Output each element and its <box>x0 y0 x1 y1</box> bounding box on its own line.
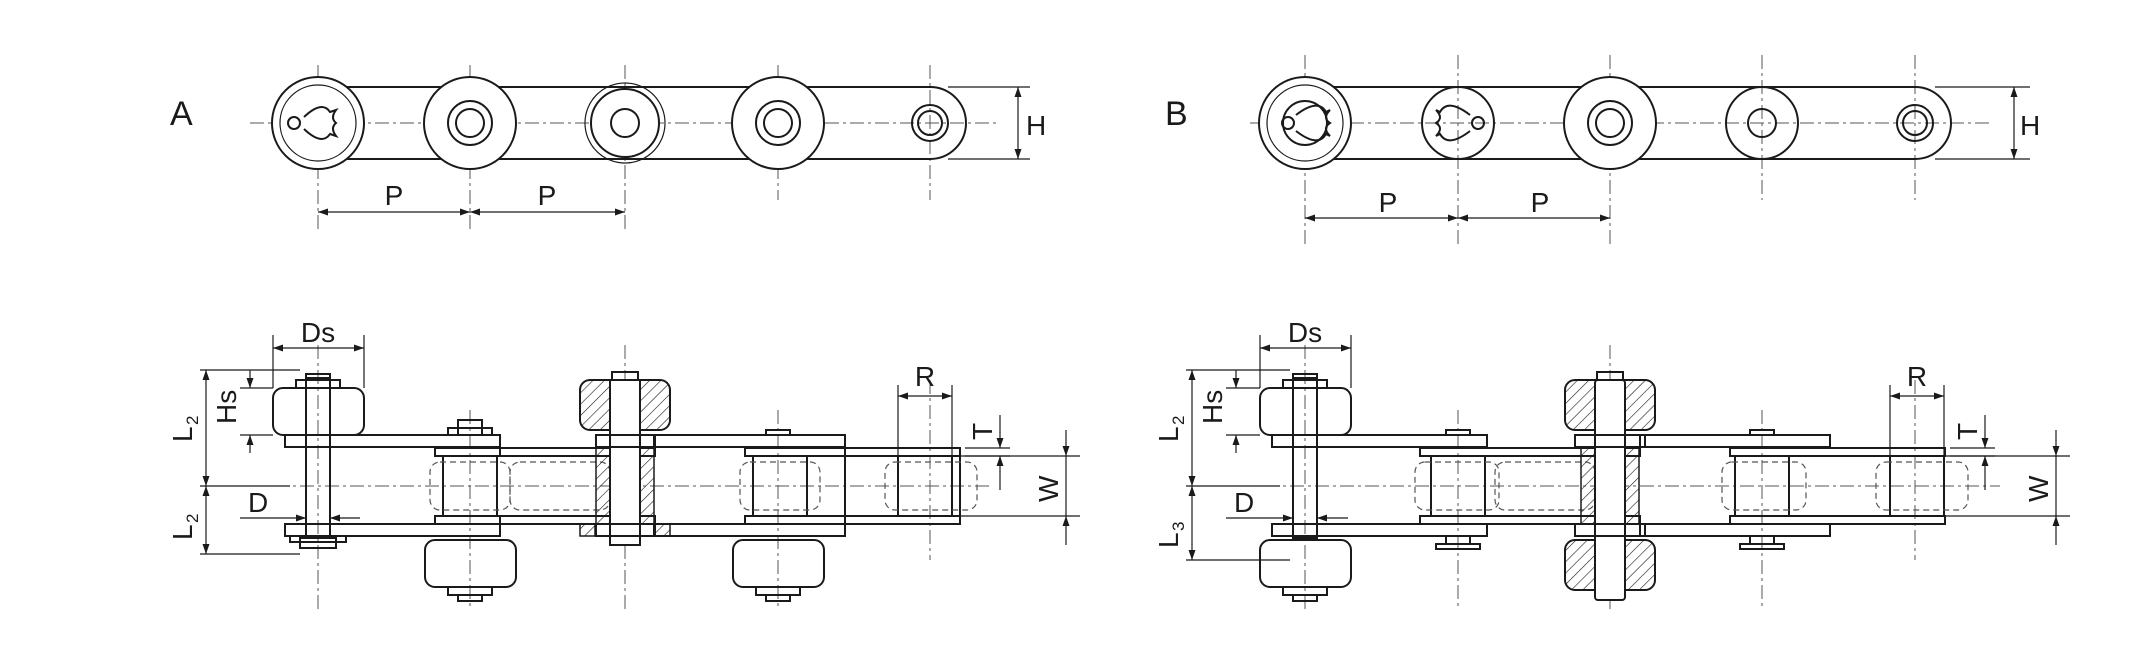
view-b-plan: Ds Hs L 2 L 3 D R <box>1153 317 2070 610</box>
view-b-plate-t-label: T <box>1952 423 1983 440</box>
view-a-width-label: W <box>1033 475 1064 502</box>
view-a-roller-dia-label: Ds <box>301 317 335 348</box>
view-b-pitch-label-2: P <box>1531 187 1550 218</box>
view-b-roller-dia-label: Ds <box>1288 317 1322 348</box>
view-b-l-lower-label: L <box>1153 532 1184 548</box>
view-b-side: B H <box>1165 55 2040 245</box>
view-a-tag: A <box>170 95 193 133</box>
view-a-height-label: H <box>1026 110 1046 141</box>
view-a-l-lower-sub: 2 <box>183 514 202 523</box>
view-b-tag: B <box>1165 95 1188 133</box>
view-a-plate-t-label: T <box>967 423 998 440</box>
view-a-l-upper-sub: 2 <box>183 416 202 425</box>
view-a-l-upper-label: L <box>167 426 198 442</box>
view-a-pin-dia-label: D <box>248 487 268 518</box>
view-a-pitch-label-2: P <box>538 180 557 211</box>
view-a-roller-height-label: Hs <box>211 390 242 424</box>
view-b-roller-height-label: Hs <box>1197 390 1228 424</box>
view-b-pin-dia-label: D <box>1234 487 1254 518</box>
view-a-l-lower-label: L <box>167 524 198 540</box>
view-b-l-lower-sub: 3 <box>1169 522 1188 531</box>
view-a-plate-r-label: R <box>915 361 935 392</box>
view-a-pitch-label-1: P <box>385 180 404 211</box>
view-a-side: A <box>170 65 1046 230</box>
view-b-l-upper-label: L <box>1153 426 1184 442</box>
view-b-l-upper-sub: 2 <box>1169 416 1188 425</box>
view-b-plate-r-label: R <box>1907 361 1927 392</box>
view-b-pitch-label-1: P <box>1379 187 1398 218</box>
view-b-height-label: H <box>2020 110 2040 141</box>
view-b-width-label: W <box>2023 475 2054 502</box>
view-a-plan: Ds Hs L 2 L 2 D R <box>167 317 1080 610</box>
